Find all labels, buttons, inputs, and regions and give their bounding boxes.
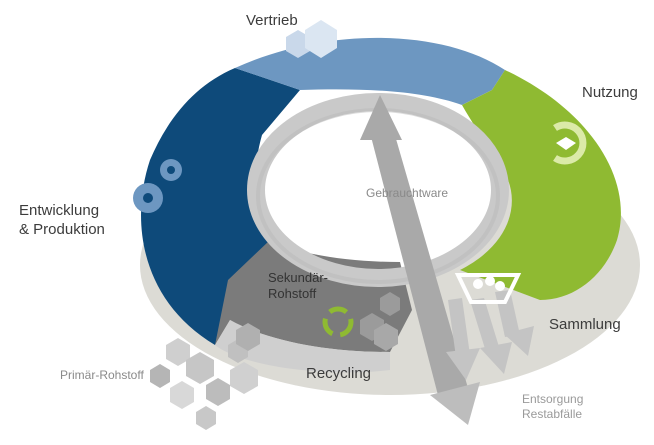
- label-sekundaer: Sekundär- Rohstoff: [268, 270, 328, 302]
- label-entwicklung: Entwicklung & Produktion: [19, 202, 105, 238]
- label-entsorgung: Entsorgung Restabfälle: [522, 392, 584, 421]
- waste-bin-icon: [454, 273, 522, 304]
- label-recycling: Recycling: [306, 365, 372, 382]
- gebrauchtware-arrow: [360, 95, 480, 425]
- segment-entwicklung: [141, 68, 300, 345]
- label-gebrauchtware: Gebrauchtware: [366, 186, 449, 200]
- label-primaer: Primär-Rohstoff: [60, 368, 144, 382]
- recycle-arrow-icon: [553, 121, 587, 165]
- primaer-rubble: [150, 323, 260, 430]
- hexagon-cluster-icon: [286, 20, 337, 58]
- recycling-symbol-icon: [322, 306, 354, 338]
- label-sammlung: Sammlung: [549, 316, 621, 333]
- label-nutzung: Nutzung: [582, 84, 638, 101]
- segment-nutzung: [460, 70, 621, 300]
- gear-icon: [133, 159, 182, 213]
- sekundaer-hexagons: [360, 292, 400, 351]
- label-vertrieb: Vertrieb: [246, 12, 298, 29]
